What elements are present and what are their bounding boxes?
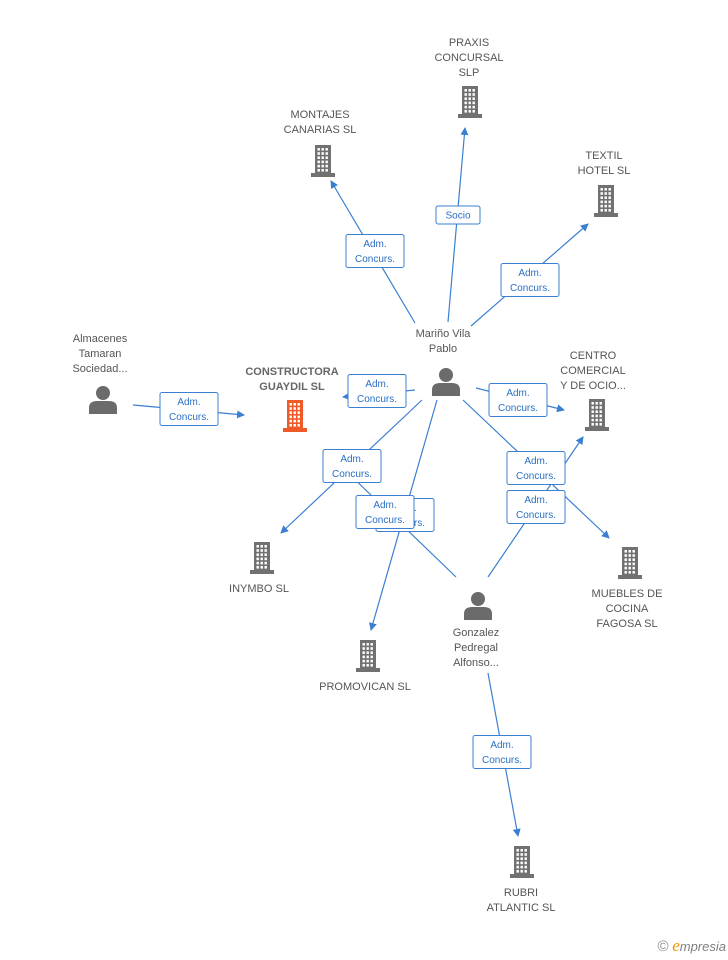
node-label: CANARIAS SL [284,124,357,136]
node-label: Pablo [429,343,457,355]
edge-label: Adm. Concurs. [500,263,560,297]
node-label: PRAXIS [449,37,489,49]
node-almacenes[interactable]: AlmacenesTamaranSociedad... [72,333,128,414]
edge-label-text: Adm. [490,740,513,751]
node-label: Sociedad... [72,363,127,375]
edge-label: Adm. Concurs. [506,451,566,485]
edge-label: Adm. Concurs. [159,392,219,426]
edge-label-text: Adm. [363,239,386,250]
building-icon [585,399,609,431]
building-icon [283,400,307,432]
edge-label-text: Adm. [524,495,547,506]
node-textil[interactable]: TEXTIL HOTEL SL [578,150,631,217]
edge-label: Adm. Concurs. [347,374,407,408]
edge-label-text: Adm. [177,397,200,408]
building-icon [618,547,642,579]
person-icon [432,368,460,396]
node-label: INYMBO SL [229,583,289,595]
edge-label-text: Adm. [506,388,529,399]
edge-label-text: Adm. [518,268,541,279]
node-inymbo[interactable]: INYMBO SL [229,542,289,595]
node-constructora[interactable]: CONSTRUCTORA GUAYDIL SL [245,366,339,432]
edge-label-text: Concurs. [332,469,372,480]
node-label: Y DE OCIO... [560,380,626,392]
node-praxis[interactable]: PRAXIS CONCURSAL SLP [434,37,504,118]
node-label: TEXTIL [585,150,622,162]
node-label: GUAYDIL SL [259,381,325,393]
edge-label-text: Concurs. [482,755,522,766]
node-montajes[interactable]: MONTAJES CANARIAS SL [284,109,357,177]
edge-label-text: Concurs. [365,515,405,526]
edge-label-text: Socio [445,211,470,222]
node-label: ATLANTIC SL [487,902,556,914]
building-icon [311,145,335,177]
node-label: CENTRO [570,350,617,362]
node-centro[interactable]: CENTRO COMERCIAL Y DE OCIO... [560,350,626,431]
edge-label: Adm. Concurs. [322,449,382,483]
copyright-symbol: © [657,938,669,955]
node-label: MUEBLES DE [592,588,663,600]
node-label: Alfonso... [453,657,499,669]
edge-label: Adm. Concurs. [488,383,548,417]
brand-logo-e: e [672,936,680,955]
node-label: HOTEL SL [578,165,631,177]
node-label: FAGOSA SL [596,618,657,630]
edge-label: Adm. Concurs. [355,495,415,529]
edge-label-text: Adm. [524,456,547,467]
node-label: Gonzalez [453,627,499,639]
node-label: CONSTRUCTORA [245,366,338,378]
edge-label-text: Concurs. [498,403,538,414]
nodes-layer: PRAXIS CONCURSAL SLP MONTAJES CANARIAS SL TEX… [72,37,662,914]
person-icon [464,592,492,620]
edge-label-text: Adm. [373,500,396,511]
node-label: Mariño Vila [416,328,472,340]
edge-marino-to-praxis [447,127,469,323]
node-label: COCINA [606,603,649,615]
building-icon [594,185,618,217]
edge-label: Adm. Concurs. [506,490,566,524]
building-icon [356,640,380,672]
node-promovican[interactable]: PROMOVICAN SL [319,640,411,693]
brand-logo-text: mpresia [679,939,726,954]
edge-label-text: Concurs. [516,510,556,521]
building-icon [510,846,534,878]
person-icon [89,386,117,414]
node-gonzalez[interactable]: GonzalezPedregalAlfonso... [453,592,499,669]
node-label: Almacenes [73,333,128,345]
building-icon [250,542,274,574]
node-label: CONCURSAL [434,52,503,64]
edge-label-text: Adm. [365,379,388,390]
node-muebles[interactable]: MUEBLES DE COCINA FAGOSA SL [592,547,663,630]
edge-label-text: Adm. [340,454,363,465]
edge-label: Socio [435,205,481,225]
building-icon [458,86,482,118]
brand-watermark: © empresia [658,936,726,956]
edge-label: Adm. Concurs. [345,234,405,268]
node-label: RUBRI [504,887,538,899]
node-rubri[interactable]: RUBRI ATLANTIC SL [487,846,556,914]
node-label: PROMOVICAN SL [319,681,411,693]
edge-label-text: Concurs. [355,254,395,265]
node-label: Tamaran [79,348,122,360]
edge-label-text: Concurs. [169,412,209,423]
edge-label-text: Concurs. [516,471,556,482]
node-label: Pedregal [454,642,498,654]
edge-label-text: Concurs. [357,394,397,405]
edge-label-text: Concurs. [510,283,550,294]
node-label: SLP [459,67,480,79]
node-label: COMERCIAL [560,365,625,377]
node-label: MONTAJES [290,109,349,121]
edge-label: Adm. Concurs. [472,735,532,769]
